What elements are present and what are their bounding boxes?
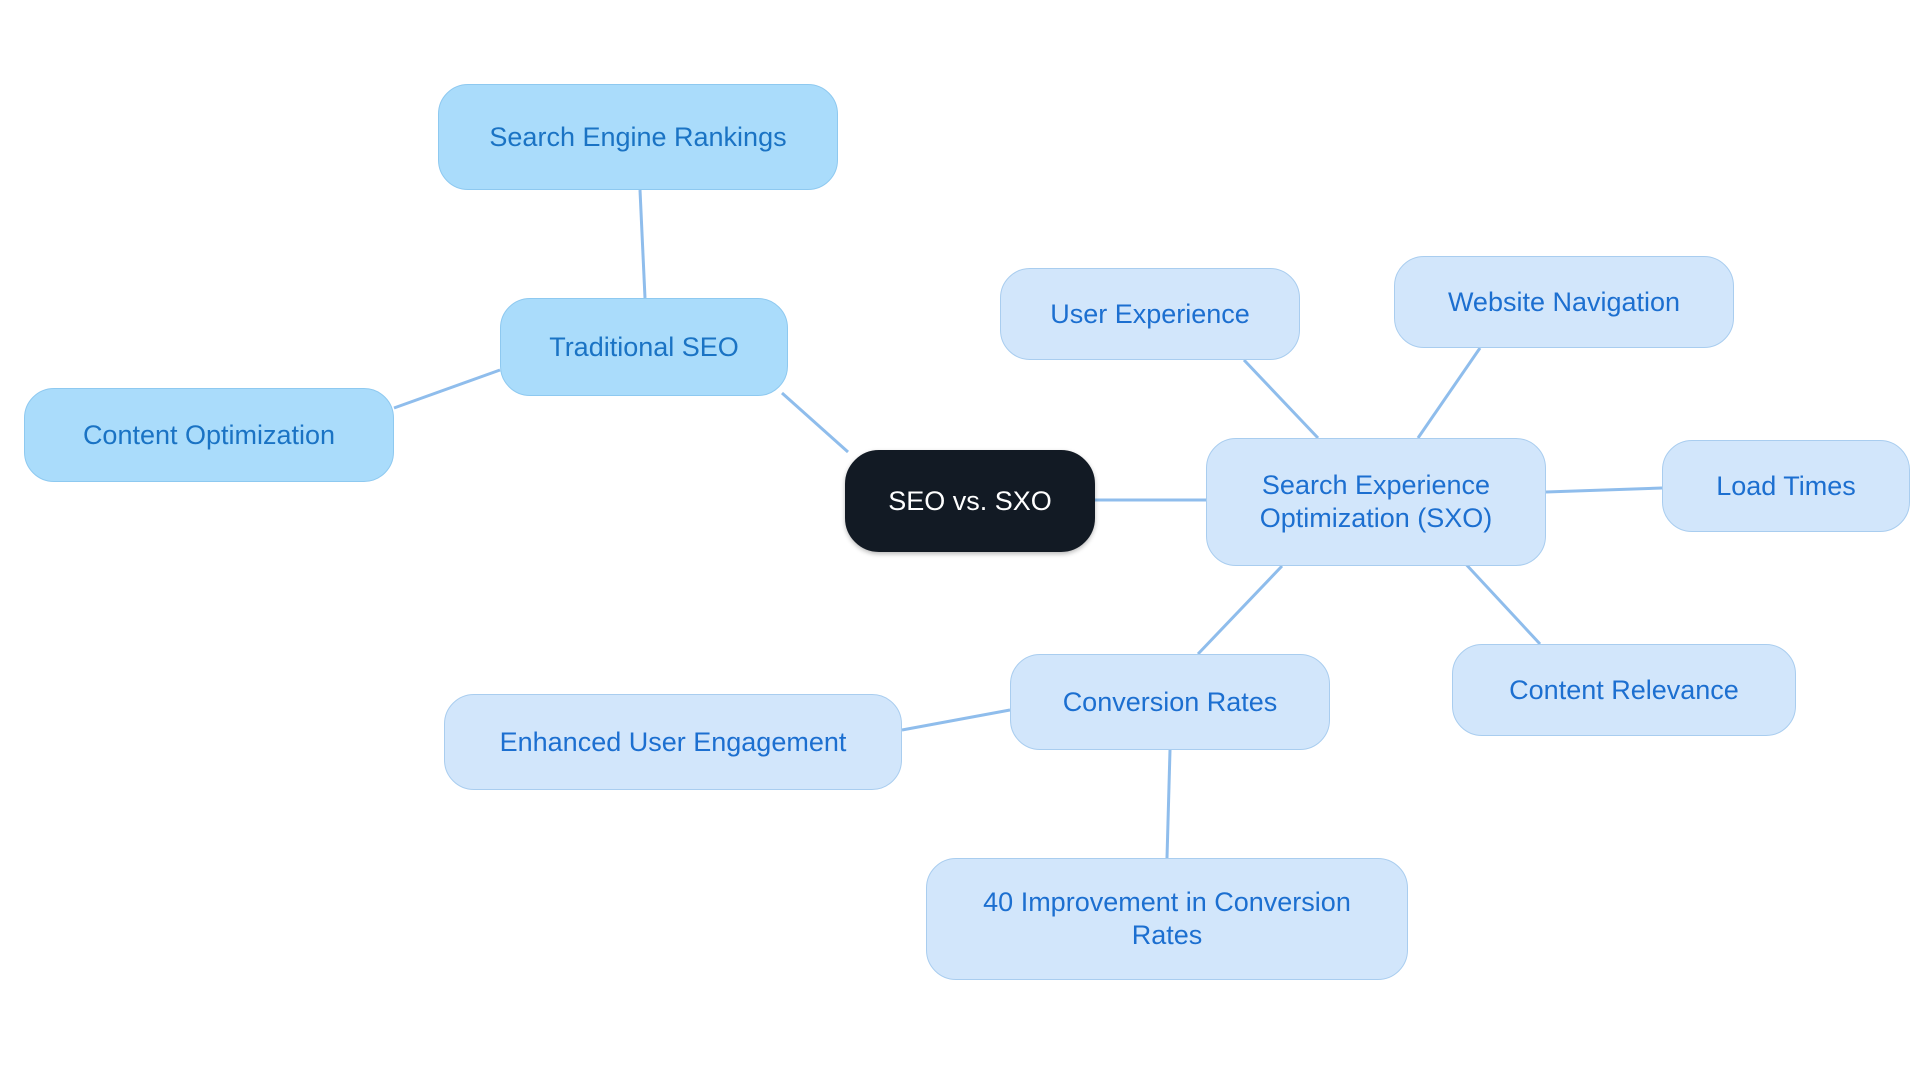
node-load-times[interactable]: Load Times — [1662, 440, 1910, 532]
link-conversion-rates-to-conversion-improvement — [1165, 749, 1172, 859]
link-search-engine-rankings-to-traditional-seo — [638, 189, 647, 299]
link-website-navigation-to-sxo — [1416, 347, 1482, 439]
node-conversion-improvement[interactable]: 40 Improvement in Conversion Rates — [926, 858, 1408, 980]
node-sxo[interactable]: Search Experience Optimization (SXO) — [1206, 438, 1546, 566]
node-traditional-seo[interactable]: Traditional SEO — [500, 298, 788, 396]
node-content-relevance[interactable]: Content Relevance — [1452, 644, 1796, 736]
link-traditional-seo-to-root — [781, 391, 849, 454]
node-content-optimization[interactable]: Content Optimization — [24, 388, 394, 482]
node-enhanced-user-engagement[interactable]: Enhanced User Engagement — [444, 694, 902, 790]
link-conversion-rates-to-enhanced-user-engagement — [901, 708, 1011, 732]
node-search-engine-rankings[interactable]: Search Engine Rankings — [438, 84, 838, 190]
link-user-experience-to-sxo — [1242, 358, 1320, 440]
link-sxo-to-load-times — [1545, 486, 1663, 494]
link-sxo-to-conversion-rates — [1196, 564, 1284, 656]
links-group — [393, 189, 1663, 859]
node-user-experience[interactable]: User Experience — [1000, 268, 1300, 360]
node-conversion-rates[interactable]: Conversion Rates — [1010, 654, 1330, 750]
node-root[interactable]: SEO vs. SXO — [845, 450, 1095, 552]
link-content-optimization-to-traditional-seo — [393, 368, 501, 410]
node-website-navigation[interactable]: Website Navigation — [1394, 256, 1734, 348]
link-sxo-to-content-relevance — [1460, 558, 1542, 646]
